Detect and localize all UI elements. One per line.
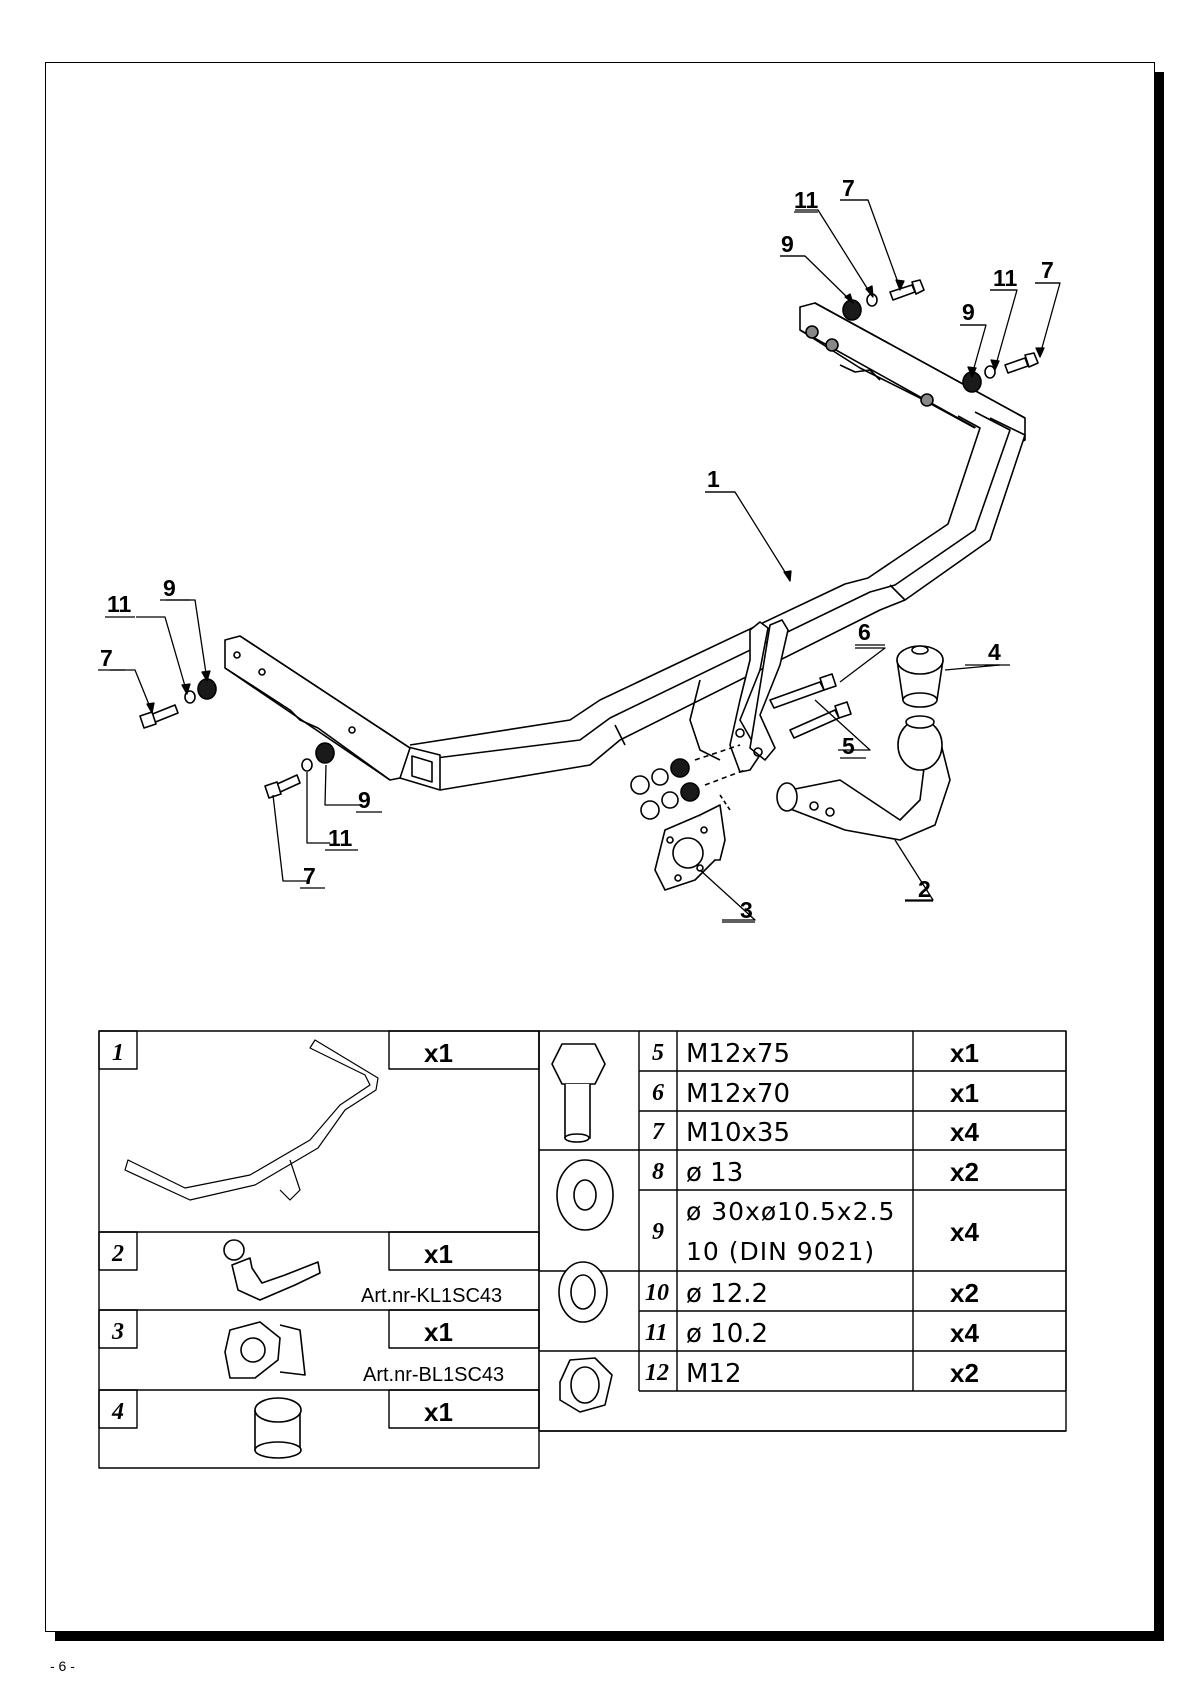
table-right-num-9: 9 [652, 1219, 664, 1245]
table-right-num-12: 12 [645, 1360, 669, 1386]
table-left-qty-4: x1 [424, 1397, 453, 1427]
table-left-num-3: 3 [111, 1319, 124, 1345]
table-right-num-7: 7 [652, 1119, 665, 1145]
callout-3: 3 [740, 897, 753, 923]
socket-plate-part-3 [654, 794, 731, 891]
table-right-spec-5: M12x75 [686, 1039, 790, 1069]
towball-part-2 [776, 715, 951, 841]
hardware-left-top [139, 678, 217, 729]
callout-9-top: 9 [781, 231, 794, 257]
table-left-num-2: 2 [111, 1241, 124, 1267]
table-left-qty-2: x1 [424, 1239, 453, 1269]
hardware-top-right-1 [842, 279, 925, 321]
table-icon-towball [223, 1239, 321, 1301]
table-left-qty-1: x1 [424, 1038, 453, 1068]
table-right-spec-12: M12 [686, 1359, 742, 1389]
callout-11-left: 11 [107, 591, 132, 617]
table-left-num-1: 1 [112, 1040, 124, 1066]
table-right-qty-7: x4 [950, 1117, 979, 1147]
hardware-right-2 [962, 352, 1039, 393]
page-number: - 6 - [50, 1658, 75, 1674]
table-right-qty-11: x4 [950, 1318, 979, 1348]
callout-7-right: 7 [1041, 257, 1054, 283]
table-icon-nut [559, 1357, 613, 1413]
table-icon-socket-plate [224, 1321, 306, 1379]
table-left-qty-3: x1 [424, 1317, 453, 1347]
table-right-qty-12: x2 [950, 1358, 979, 1388]
callout-1: 1 [707, 466, 720, 492]
callout-11-left-bottom: 11 [328, 825, 353, 851]
table-right-qty-5: x1 [950, 1038, 979, 1068]
callout-11-top: 11 [794, 187, 819, 213]
table-right-num-6: 6 [652, 1080, 664, 1106]
sheet-shadow-bottom [55, 1632, 1164, 1641]
cap-part-4 [896, 645, 944, 708]
table-right-spec-7: M10x35 [686, 1118, 790, 1148]
nuts-washers-center [630, 744, 746, 820]
table-icon-washer [556, 1159, 614, 1231]
callout-9-left: 9 [163, 575, 176, 601]
table-right-num-11: 11 [645, 1320, 668, 1346]
table-icon-bolt [551, 1043, 606, 1143]
parts-table-text: 1 x1 2 x1 Art.nr-KL1SC43 3 x1 Art.nr-BL1… [111, 1038, 979, 1427]
bolts-5-6 [769, 673, 852, 739]
table-right-spec-9b: 10 (DIN 9021) [686, 1237, 875, 1266]
table-icon-spring-washer [558, 1261, 608, 1323]
hardware-left-bottom [264, 742, 335, 799]
callout-6: 6 [858, 619, 871, 645]
crossbar-part-1 [224, 302, 1026, 791]
callout-4: 4 [988, 639, 1001, 665]
callout-9-right: 9 [962, 299, 975, 325]
callout-7-left: 7 [100, 645, 113, 671]
callout-labels: 11 7 9 11 7 9 1 11 9 7 9 11 7 6 4 5 2 3 [100, 175, 1054, 923]
table-left-art-2: Art.nr-KL1SC43 [361, 1285, 502, 1307]
parts-table [98, 1030, 1067, 1469]
table-right-spec-10: ø 12.2 [686, 1279, 768, 1309]
callout-7-top: 7 [842, 175, 855, 201]
table-right-num-8: 8 [652, 1159, 664, 1185]
table-right-qty-9: x4 [950, 1217, 979, 1247]
table-icon-crossbar [124, 1039, 379, 1201]
table-left-art-3: Art.nr-BL1SC43 [363, 1364, 504, 1386]
table-right-spec-9: ø 30xø10.5x2.5 [686, 1197, 895, 1226]
callout-11-right: 11 [993, 265, 1018, 291]
sheet-shadow-right [1155, 72, 1164, 1641]
table-right-spec-8: ø 13 [686, 1158, 743, 1188]
callout-7-left-bottom: 7 [303, 863, 316, 889]
table-right-num-10: 10 [645, 1280, 669, 1306]
table-right-qty-8: x2 [950, 1157, 979, 1187]
callout-underlines [98, 199, 1060, 923]
callout-9-left-bottom: 9 [358, 787, 371, 813]
table-right-qty-10: x2 [950, 1278, 979, 1308]
callout-5: 5 [842, 733, 855, 759]
table-left-num-4: 4 [111, 1399, 124, 1425]
table-right-spec-6: M12x70 [686, 1079, 790, 1109]
callout-2: 2 [918, 876, 931, 902]
table-icon-cap [254, 1397, 302, 1459]
table-right-spec-11: ø 10.2 [686, 1319, 768, 1349]
table-right-qty-6: x1 [950, 1078, 979, 1108]
table-right-num-5: 5 [652, 1040, 664, 1066]
